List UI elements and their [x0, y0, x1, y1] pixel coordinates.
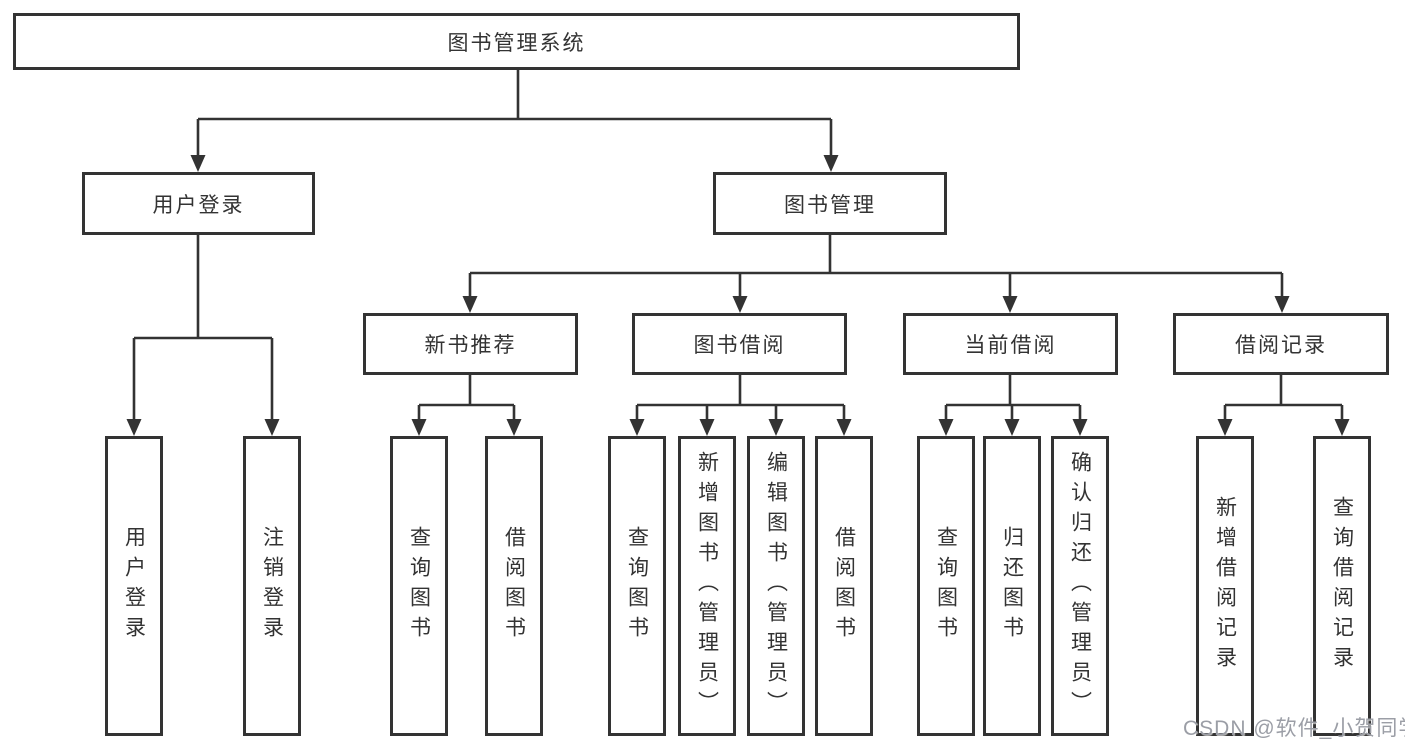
arrow-down-icon	[836, 419, 852, 436]
node-new-book-recommend: 新书推荐	[363, 313, 578, 375]
leaf-query-books-current: 查询图书	[917, 436, 975, 736]
arrow-down-icon	[1217, 419, 1233, 436]
arrow-down-icon	[126, 419, 142, 436]
leaf-return-books: 归还图书	[983, 436, 1041, 736]
arrow-down-icon	[506, 419, 522, 436]
arrow-down-icon	[1004, 419, 1020, 436]
leaf-query-books-recommend: 查询图书	[390, 436, 448, 736]
connector-current-to-leaves	[944, 375, 1082, 421]
arrow-down-icon	[1274, 296, 1290, 313]
arrow-down-icon	[1072, 419, 1088, 436]
arrow-down-icon	[699, 419, 715, 436]
node-root-library-system: 图书管理系统	[13, 13, 1020, 70]
leaf-add-books-admin: 新增图书（管理员）	[678, 436, 736, 736]
connector-manage-to-level3	[468, 235, 1284, 299]
connector-root-to-level2	[196, 70, 833, 157]
connector-recommend-to-leaves	[417, 375, 516, 421]
arrow-down-icon	[823, 155, 839, 172]
arrow-down-icon	[938, 419, 954, 436]
leaf-borrow-books: 借阅图书	[815, 436, 873, 736]
arrow-down-icon	[629, 419, 645, 436]
leaf-query-books-borrow: 查询图书	[608, 436, 666, 736]
arrow-down-icon	[768, 419, 784, 436]
node-borrow-records: 借阅记录	[1173, 313, 1389, 375]
node-current-borrow: 当前借阅	[903, 313, 1118, 375]
connector-records-to-leaves	[1223, 375, 1344, 421]
arrow-down-icon	[411, 419, 427, 436]
node-user-login: 用户登录	[82, 172, 315, 235]
leaf-borrow-books-recommend: 借阅图书	[485, 436, 543, 736]
leaf-query-borrow-record: 查询借阅记录	[1313, 436, 1371, 736]
connector-borrow-to-leaves	[635, 375, 846, 421]
leaf-add-borrow-record: 新增借阅记录	[1196, 436, 1254, 736]
leaf-confirm-return-admin: 确认归还（管理员）	[1051, 436, 1109, 736]
leaf-edit-books-admin: 编辑图书（管理员）	[747, 436, 805, 736]
leaf-user-login: 用户登录	[105, 436, 163, 736]
connector-user-to-leaves	[132, 235, 274, 421]
arrow-down-icon	[732, 296, 748, 313]
leaf-logout: 注销登录	[243, 436, 301, 736]
arrow-down-icon	[462, 296, 478, 313]
arrow-down-icon	[1334, 419, 1350, 436]
arrow-down-icon	[190, 155, 206, 172]
arrow-down-icon	[1002, 296, 1018, 313]
arrow-down-icon	[264, 419, 280, 436]
csdn-watermark: CSDN @软件_小贺同学	[1183, 717, 1405, 740]
node-book-management: 图书管理	[713, 172, 947, 235]
node-book-borrow: 图书借阅	[632, 313, 847, 375]
